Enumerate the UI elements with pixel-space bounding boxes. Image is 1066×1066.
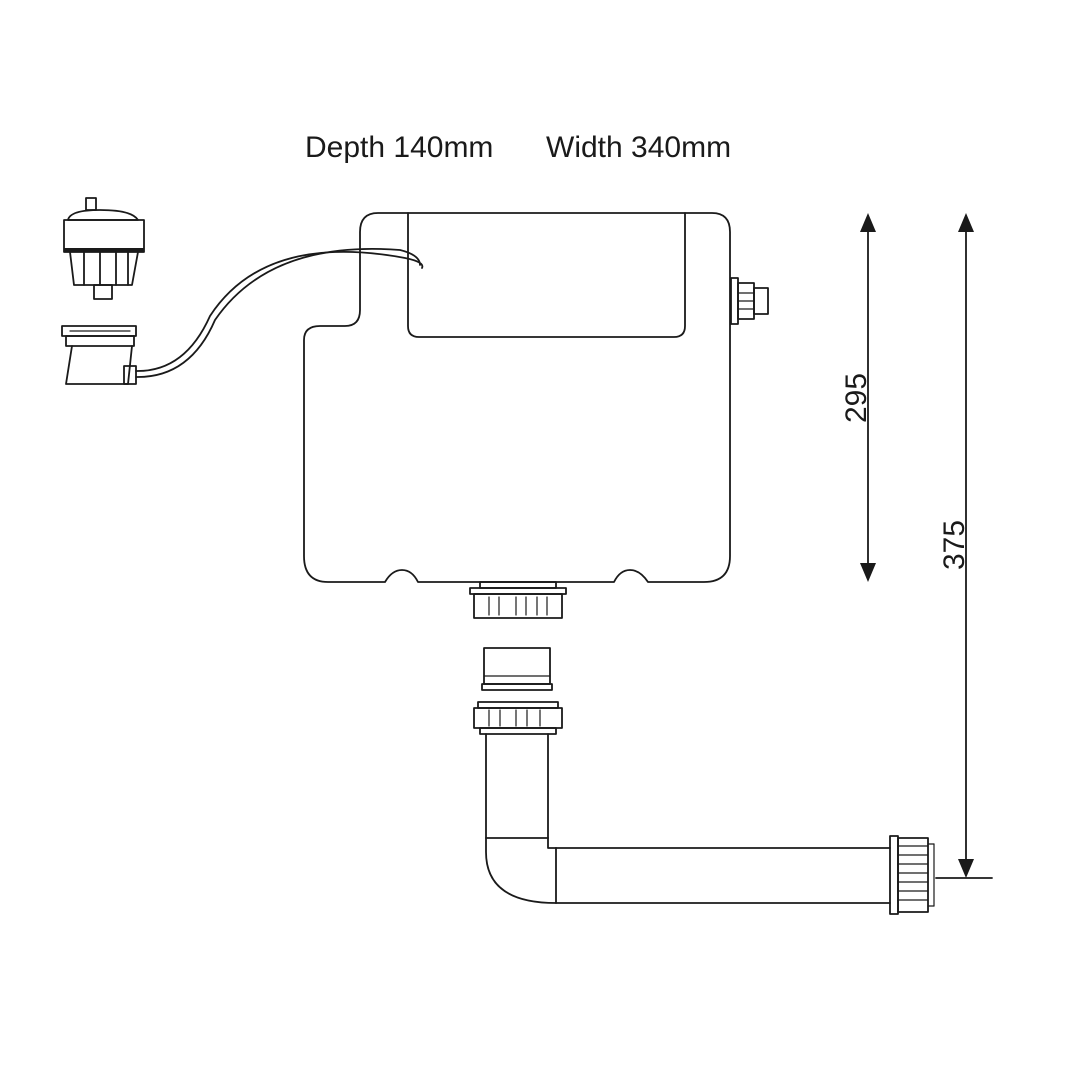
width-label: Width 340mm (546, 131, 731, 164)
flush-outlet-connector (469, 581, 567, 619)
dimension-295-label: 295 (840, 373, 873, 423)
depth-label: Depth 140mm (305, 131, 493, 164)
cistern-tank (303, 212, 769, 619)
inlet-connector (730, 277, 769, 325)
dimension-295: 295 (840, 213, 876, 582)
push-button (63, 197, 145, 300)
dimension-375-label: 375 (938, 520, 971, 570)
flush-cable (135, 248, 424, 378)
button-housing (61, 325, 137, 385)
flush-pipe (473, 647, 935, 915)
dimension-375: 375 (935, 213, 993, 879)
